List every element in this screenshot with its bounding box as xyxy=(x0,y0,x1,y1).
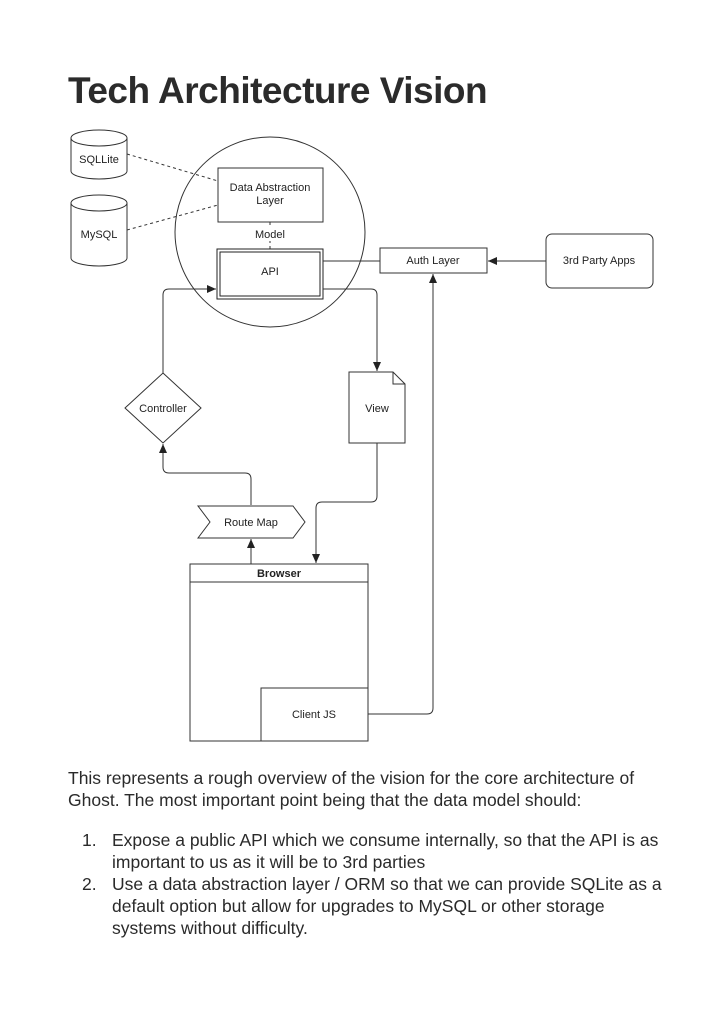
sqllite-connector xyxy=(126,153,219,182)
api-box xyxy=(216,248,324,300)
auth-layer-label: Auth Layer xyxy=(406,255,460,267)
view-label: View xyxy=(365,403,389,415)
list-item-number: 1. xyxy=(82,830,97,850)
browser-label: Browser xyxy=(257,568,302,580)
controller-diamond xyxy=(124,372,202,444)
mysql-label: MySQL xyxy=(81,229,118,241)
view-to-browser-arrow xyxy=(312,443,378,563)
description-paragraph: This represents a rough overview of the … xyxy=(68,768,635,810)
list-item: 2. Use a data abstraction layer / ORM so… xyxy=(82,873,672,939)
list-item-number: 2. xyxy=(82,874,97,894)
clientjs-to-auth-arrow xyxy=(368,274,437,715)
page-title: Tech Architecture Vision xyxy=(68,70,488,111)
route-map-shape xyxy=(197,505,306,539)
api-to-view-arrow xyxy=(323,288,381,371)
sqllite-label: SQLLite xyxy=(79,154,119,166)
controller-label: Controller xyxy=(139,403,187,415)
third-party-apps-label: 3rd Party Apps xyxy=(563,255,636,267)
view-document xyxy=(348,371,406,444)
model-label: Model xyxy=(255,229,285,241)
data-abstraction-label-1: Data Abstraction xyxy=(230,182,311,194)
routemap-to-controller-arrow xyxy=(159,444,252,505)
list-item: 1. Expose a public API which we consume … xyxy=(82,829,672,873)
list-item-text: Expose a public API which we consume int… xyxy=(112,830,659,872)
data-abstraction-label-2: Layer xyxy=(256,195,284,207)
mysql-cylinder: MySQL xyxy=(70,194,128,267)
client-js-box xyxy=(260,687,369,742)
controller-to-api-arrow xyxy=(162,285,216,373)
mysql-connector xyxy=(126,204,219,231)
key-points-list: 1. Expose a public API which we consume … xyxy=(82,829,672,939)
auth-layer-box xyxy=(379,247,488,274)
core-boundary-circle xyxy=(174,136,366,328)
data-abstraction-layer-box xyxy=(217,167,324,223)
client-js-label: Client JS xyxy=(292,709,336,721)
api-label: API xyxy=(261,266,279,278)
route-map-label: Route Map xyxy=(224,517,278,529)
list-item-text: Use a data abstraction layer / ORM so th… xyxy=(112,874,662,938)
sqllite-cylinder: SQLLite xyxy=(70,129,128,180)
architecture-diagram: SQLLite MySQL Data Abstraction Layer Mod… xyxy=(70,129,654,742)
